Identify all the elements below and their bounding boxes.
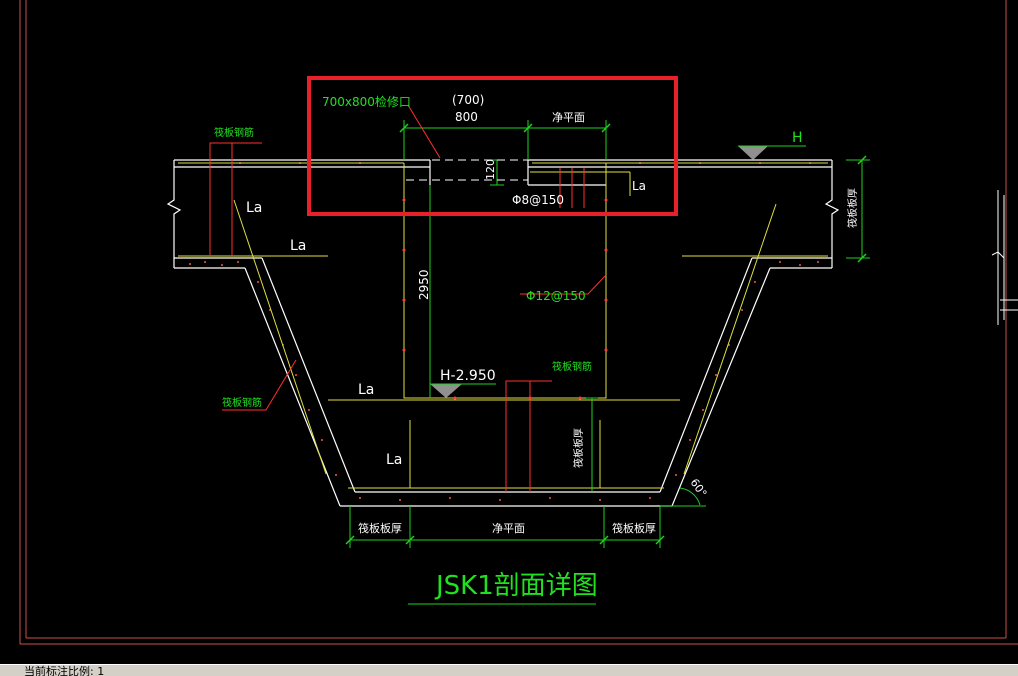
anchor-bottom-left-label: La: [358, 382, 374, 398]
raft-thickness-left-label: 筏板板厚: [358, 521, 402, 535]
opening-alt-label: (700): [452, 93, 484, 107]
concrete-outline: [166, 159, 840, 507]
raft-rebar-label-left: 筏板钢筋: [214, 126, 254, 139]
drawing-title: JSK1剖面详图: [434, 571, 598, 601]
depth-label: 2950: [417, 269, 431, 300]
status-bar: 当前标注比例: 1: [0, 664, 1018, 676]
rebar-section-dots: [402, 198, 608, 400]
angle-label: 60°: [688, 476, 710, 499]
opening-width-label: 800: [455, 110, 478, 124]
status-text: 当前标注比例: 1: [24, 665, 105, 676]
drawing-frame: [19, 0, 1018, 645]
dimension-ticks: [345, 123, 867, 545]
raft-rebar-label-center: 筏板钢筋: [552, 360, 592, 373]
hatch-opening-label: 700x800检修口: [322, 94, 411, 109]
anchor-left-diagonal-label: La: [246, 200, 262, 216]
rebar-lines: [178, 162, 828, 489]
clear-plan-bottom-label: 净平面: [492, 521, 525, 535]
leader-lines: [209, 104, 607, 492]
slab-thickness-label: 120: [484, 159, 497, 180]
adjacent-drawing-fragment: [991, 190, 1018, 325]
anchor-bottom-label: La: [386, 452, 402, 468]
anchor-left-slab-label: La: [290, 238, 306, 254]
dimension-lines: [349, 120, 870, 605]
opening-centerline: [406, 159, 528, 181]
raft-thickness-center-label: 筏板板厚: [572, 428, 585, 468]
level-marker-bottom: [430, 383, 496, 398]
raft-thickness-right-label: 筏板板厚: [846, 188, 859, 228]
highlight-box: [307, 76, 678, 216]
rebar-top-label: Φ8@150: [512, 193, 564, 207]
raft-thickness-bottom-right-label: 筏板板厚: [612, 521, 656, 535]
clear-plan-top-label: 净平面: [552, 110, 585, 124]
drawing-labels: 700x800检修口 (700) 800 净平面 H 120 Φ8@150 La…: [214, 93, 859, 601]
level-marker-top: [738, 145, 806, 160]
anchor-top-right-label: La: [632, 179, 646, 193]
level-top-label: H: [792, 130, 803, 146]
rebar-wall-label: Φ12@150: [526, 289, 586, 303]
raft-rebar-label-left-lower: 筏板钢筋: [222, 396, 262, 409]
level-bottom-label: H-2.950: [440, 368, 496, 384]
